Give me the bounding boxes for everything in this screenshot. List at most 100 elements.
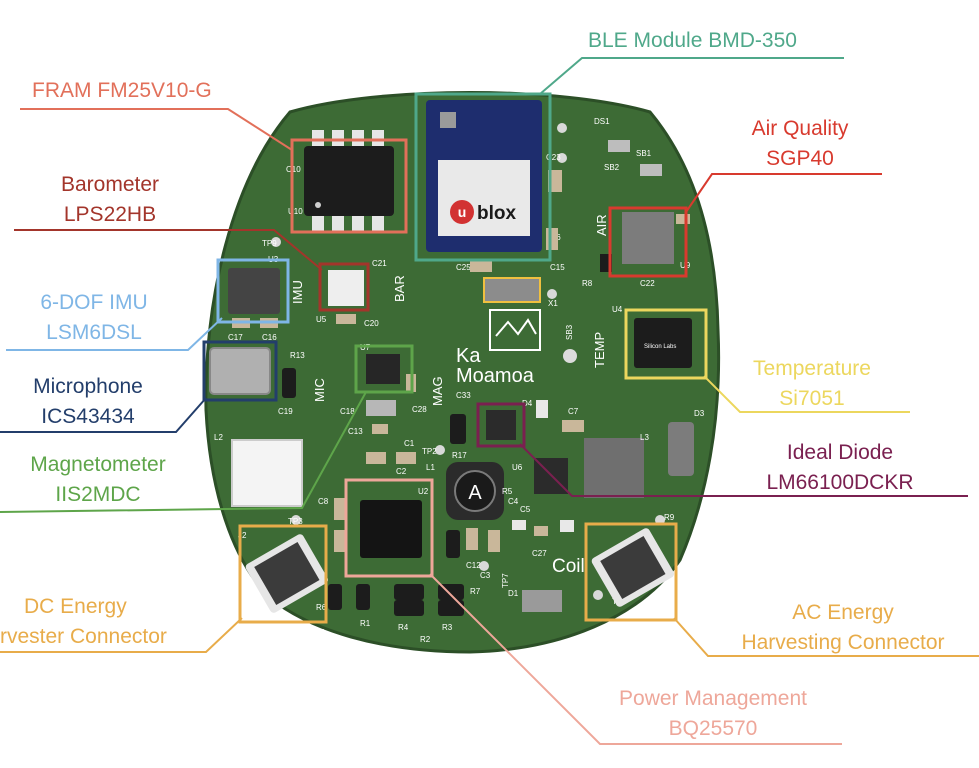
ref-c7: C7 [568, 407, 579, 416]
ka-moamoa-logo-icon [489, 309, 541, 351]
magnetometer-label-line1: Magnetometer [30, 453, 166, 476]
passive-component [546, 228, 558, 250]
ref-c16: C16 [262, 333, 277, 342]
ref-l3: L3 [640, 433, 649, 442]
ref-c22: C22 [640, 279, 655, 288]
passive-component [334, 530, 346, 552]
temperature-label-line1: Temperature [753, 357, 871, 380]
ref-l1: L1 [426, 463, 435, 472]
microphone-leader-line [0, 397, 207, 433]
ac-energy-leader-line [673, 617, 979, 657]
fram-leader-line [20, 108, 293, 151]
ble-module [426, 100, 542, 252]
power-management-chip [360, 500, 422, 558]
ble-leader-line [539, 57, 844, 95]
inductor-l3 [584, 438, 644, 498]
ref-r17: R17 [452, 451, 467, 460]
ble-highlight [414, 92, 552, 262]
inductor-a [446, 462, 504, 520]
temperature-leader-line [703, 375, 910, 413]
imu-highlight [216, 258, 290, 324]
air-quality-label: Air Quality SGP40 [710, 114, 890, 174]
ref-u5: U5 [316, 315, 327, 324]
dc-energy-label-line1: DC Energy [24, 595, 127, 618]
passive-component [394, 584, 424, 600]
ref-ds1: DS1 [594, 117, 610, 126]
temperature-label-line2: Si7051 [779, 387, 845, 410]
ref-u2: U2 [418, 487, 429, 496]
barometer-leader-line [14, 229, 323, 271]
fram-highlight [290, 138, 408, 234]
power-management-label: Power Management BQ25570 [580, 684, 846, 744]
ref-l2: L2 [214, 433, 223, 442]
power-management-label-line1: Power Management [619, 687, 807, 710]
power-management-leader-line [429, 573, 842, 745]
ref-c5: C5 [520, 505, 531, 514]
passive-component [562, 420, 584, 432]
barometer-label-line2: LPS22HB [63, 203, 157, 226]
dc-energy-label: DC Energy rvester Connector [0, 592, 210, 652]
silk-coil: Coil [552, 556, 585, 577]
passive-component [356, 584, 370, 610]
magnetometer-highlight [354, 344, 414, 394]
ref-c23: C23 [546, 153, 561, 162]
magnetometer-chip [366, 354, 400, 384]
microphone-chip [209, 347, 271, 395]
ref-r7: R7 [470, 587, 481, 596]
brand-moamoa: Moamoa [456, 365, 535, 387]
ref-tp7: TP7 [501, 573, 510, 588]
ac-energy-label-line1: AC Energy [792, 601, 894, 624]
ref-sb1: SB1 [636, 149, 652, 158]
microphone-label-line1: Microphone [33, 375, 143, 398]
silk-mic: MIC [312, 378, 327, 402]
fiducial-dot [291, 515, 301, 525]
passive-component [466, 528, 478, 550]
ideal-diode-chip [486, 410, 516, 440]
imu-leader-line [6, 317, 223, 351]
barometer-highlight [318, 262, 370, 312]
ref-c13: C13 [348, 427, 363, 436]
ac-energy-highlight [584, 522, 678, 622]
ref-d4: D4 [522, 399, 533, 408]
ref-d3: D3 [694, 409, 705, 418]
temperature-label: Temperature Si7051 [722, 354, 902, 414]
fiducial-dot [479, 561, 489, 571]
microphone-label: Microphone ICS43434 [0, 372, 176, 432]
ref-u4: U4 [612, 305, 623, 314]
ref-c20: C20 [364, 319, 379, 328]
ref-u6: U6 [512, 463, 523, 472]
passive-component [394, 600, 424, 616]
ref-tp3: TP3 [288, 517, 303, 526]
fiducial-dot [547, 289, 557, 299]
passive-component [536, 400, 548, 418]
ref-r5: R5 [502, 487, 513, 496]
ref-c4: C4 [508, 497, 519, 506]
imu-label: 6-DOF IMU LSM6DSL [4, 288, 184, 348]
air-quality-leader-line [685, 173, 882, 213]
ref-c18: C18 [340, 407, 355, 416]
ideal-diode-leader-line [519, 443, 968, 497]
test-pad [563, 349, 577, 363]
power-management-label-line2: BQ25570 [668, 717, 758, 740]
ideal-diode-highlight [476, 402, 526, 448]
fiducial-dot [557, 123, 567, 133]
ac-energy-label: AC Energy Harvesting Connector [712, 598, 974, 658]
passive-component [608, 140, 630, 152]
ref-c2: C2 [396, 467, 407, 476]
ref-tp9: TP9 [262, 239, 277, 248]
passive-component [396, 452, 416, 464]
dc-connector [245, 534, 328, 613]
ref-d1: D1 [508, 589, 519, 598]
barometer-label-line1: Barometer [60, 173, 160, 196]
ref-c17: C17 [228, 333, 243, 342]
ref-c3: C3 [480, 571, 491, 580]
fram-label: FRAM FM25V10-G [32, 76, 212, 106]
imu-label-line2: LSM6DSL [46, 321, 142, 344]
magnetometer-label: Magnetometer IIS2MDC [0, 450, 196, 510]
ideal-diode-label: Ideal Diode LM66100DCKR [730, 438, 950, 498]
passive-component [640, 164, 662, 176]
silk-imu: IMU [290, 280, 305, 304]
ref-c21: C21 [372, 259, 387, 268]
fiducial-dot [435, 445, 445, 455]
